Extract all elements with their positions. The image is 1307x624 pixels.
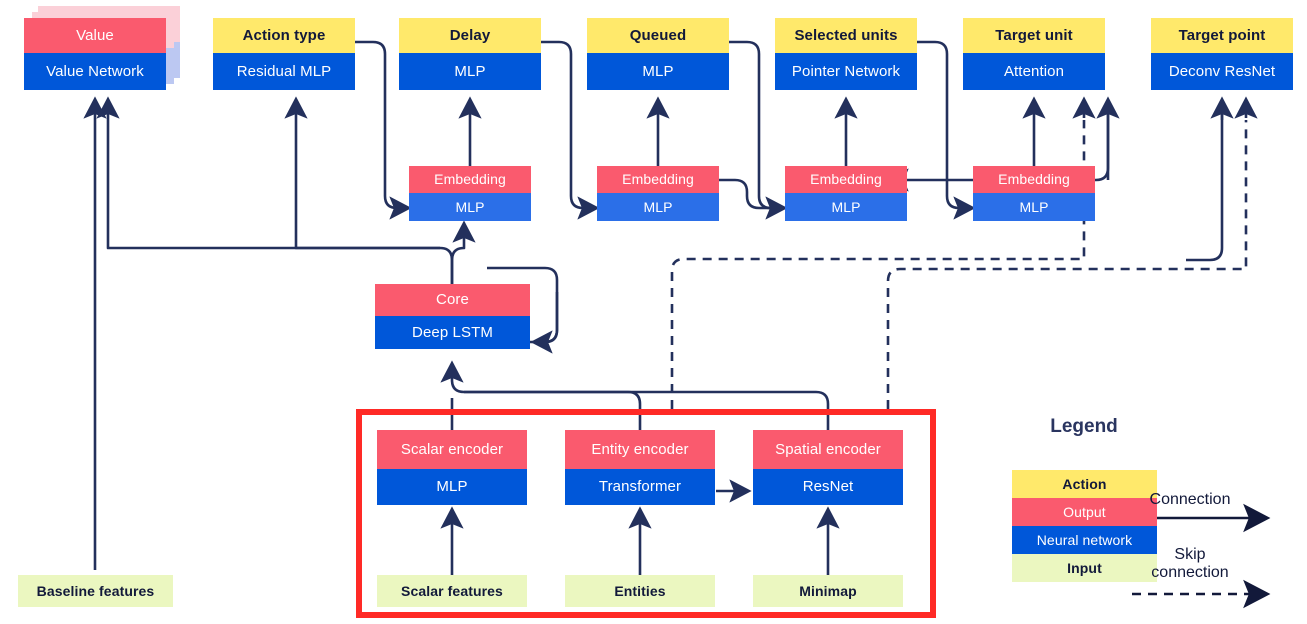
legend-swatch-input: Input bbox=[1012, 554, 1157, 582]
node-queued-title: Queued bbox=[587, 18, 729, 53]
node-spatial-encoder-title: Spatial encoder bbox=[753, 430, 903, 469]
legend-swatch-neural-network: Neural network bbox=[1012, 526, 1157, 554]
node-entities-label: Entities bbox=[565, 575, 715, 607]
node-selected-units[interactable]: Selected units Pointer Network bbox=[775, 18, 917, 90]
node-scalar-encoder-title: Scalar encoder bbox=[377, 430, 527, 469]
node-embedding-4[interactable]: Embedding MLP bbox=[973, 166, 1095, 221]
legend-skip-label-line1: Skip bbox=[1174, 546, 1206, 563]
node-target-unit-title: Target unit bbox=[963, 18, 1105, 53]
node-baseline-features-label: Baseline features bbox=[18, 575, 173, 607]
node-entity-encoder[interactable]: Entity encoder Transformer bbox=[565, 430, 715, 505]
wire-target-point-solid bbox=[1186, 100, 1224, 262]
node-baseline-features[interactable]: Baseline features bbox=[18, 575, 173, 607]
node-entity-encoder-network: Transformer bbox=[565, 469, 715, 505]
node-value-network: Value Network bbox=[24, 53, 166, 90]
node-embedding-3-network: MLP bbox=[785, 193, 907, 221]
legend-skip-connection-key: Skip connection bbox=[1151, 546, 1228, 583]
node-embedding-1-title: Embedding bbox=[409, 166, 531, 193]
legend-swatch-output: Output bbox=[1012, 498, 1157, 526]
node-embedding-4-network: MLP bbox=[973, 193, 1095, 221]
node-queued-network: MLP bbox=[587, 53, 729, 90]
skip-entity-encoder-to-selected-units bbox=[670, 120, 1086, 409]
legend-connection-key: Connection bbox=[1150, 491, 1231, 509]
legend-skip-label-line2: connection bbox=[1151, 564, 1229, 582]
wire-core-to-embedding-1 bbox=[450, 220, 476, 284]
wire-emb2-chain bbox=[718, 178, 772, 210]
wire-core-to-value-network bbox=[96, 96, 454, 284]
node-embedding-1-network: MLP bbox=[409, 193, 531, 221]
legend-swatch-stack: Action Output Neural network Input bbox=[1012, 470, 1157, 582]
node-embedding-3[interactable]: Embedding MLP bbox=[785, 166, 907, 221]
legend-title: Legend bbox=[1050, 416, 1118, 437]
node-value-title: Value bbox=[24, 18, 166, 53]
node-scalar-features-label: Scalar features bbox=[377, 575, 527, 607]
node-delay-title: Delay bbox=[399, 18, 541, 53]
node-target-point-title: Target point bbox=[1151, 18, 1293, 53]
node-core[interactable]: Core Deep LSTM bbox=[375, 284, 530, 349]
skip-spatial-encoder-to-target-point bbox=[886, 120, 1248, 409]
node-selected-units-network: Pointer Network bbox=[775, 53, 917, 90]
node-scalar-encoder[interactable]: Scalar encoder MLP bbox=[377, 430, 527, 505]
node-embedding-2[interactable]: Embedding MLP bbox=[597, 166, 719, 221]
encoder-input-highlight-box bbox=[356, 409, 936, 618]
node-scalar-features[interactable]: Scalar features bbox=[377, 575, 527, 607]
node-scalar-encoder-network: MLP bbox=[377, 469, 527, 505]
node-target-unit-network: Attention bbox=[963, 53, 1105, 90]
node-value[interactable]: Value Value Network bbox=[24, 18, 166, 90]
node-target-point-network: Deconv ResNet bbox=[1151, 53, 1293, 90]
node-spatial-encoder[interactable]: Spatial encoder ResNet bbox=[753, 430, 903, 505]
node-selected-units-title: Selected units bbox=[775, 18, 917, 53]
node-embedding-2-title: Embedding bbox=[597, 166, 719, 193]
legend-swatch-action: Action bbox=[1012, 470, 1157, 498]
node-embedding-1[interactable]: Embedding MLP bbox=[409, 166, 531, 221]
node-embedding-4-title: Embedding bbox=[973, 166, 1095, 193]
node-spatial-encoder-network: ResNet bbox=[753, 469, 903, 505]
node-delay[interactable]: Delay MLP bbox=[399, 18, 541, 90]
node-delay-network: MLP bbox=[399, 53, 541, 90]
node-embedding-3-title: Embedding bbox=[785, 166, 907, 193]
node-entity-encoder-title: Entity encoder bbox=[565, 430, 715, 469]
node-minimap-label: Minimap bbox=[753, 575, 903, 607]
node-embedding-2-network: MLP bbox=[597, 193, 719, 221]
wire-core-self-loop-arrow bbox=[530, 292, 559, 354]
node-core-network: Deep LSTM bbox=[375, 316, 530, 349]
node-core-title: Core bbox=[375, 284, 530, 316]
node-minimap[interactable]: Minimap bbox=[753, 575, 903, 607]
node-action-type-network: Residual MLP bbox=[213, 53, 355, 90]
node-entities[interactable]: Entities bbox=[565, 575, 715, 607]
node-target-point[interactable]: Target point Deconv ResNet bbox=[1151, 18, 1293, 90]
node-action-type-title: Action type bbox=[213, 18, 355, 53]
legend-connection-label: Connection bbox=[1149, 491, 1231, 508]
node-action-type[interactable]: Action type Residual MLP bbox=[213, 18, 355, 90]
node-queued[interactable]: Queued MLP bbox=[587, 18, 729, 90]
node-target-unit[interactable]: Target unit Attention bbox=[963, 18, 1105, 90]
